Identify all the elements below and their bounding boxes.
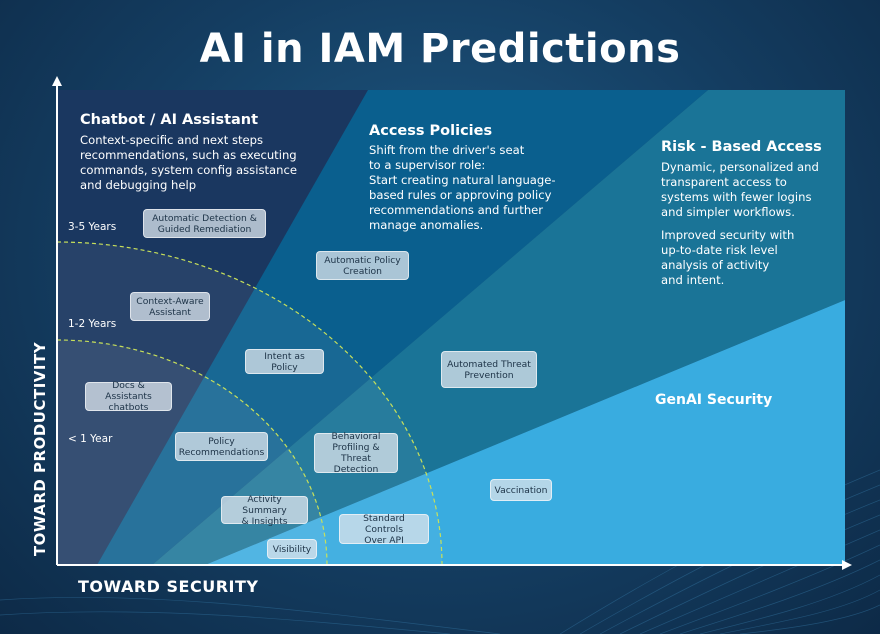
tag-automatic-detection: Automatic Detection & Guided Remediation xyxy=(143,209,266,238)
zone-policies-title: Access Policies xyxy=(369,123,493,139)
horizon-arc-short xyxy=(56,339,328,566)
horizon-mid-label: 1-2 Years xyxy=(68,318,117,330)
tag-policy-recommendations: Policy Recommendations xyxy=(175,432,268,461)
zone-genai xyxy=(205,300,845,565)
tag-standard-controls: Standard Controls Over API xyxy=(339,513,429,546)
tag-context-aware-assistant: Context-Aware Assistant xyxy=(130,292,210,321)
wave-lines xyxy=(0,469,880,634)
zone-risk-text: Dynamic, personalized and transparent ac… xyxy=(661,160,819,219)
zone-chatbot-title: Chatbot / AI Assistant xyxy=(80,112,259,128)
zone-genai-title: GenAI Security xyxy=(655,392,773,408)
tag-activity-summary: Activity Summary & Insights xyxy=(221,494,308,527)
horizon-long-label: 3-5 Years xyxy=(68,221,117,233)
tag-vaccination: Vaccination xyxy=(490,479,552,501)
tag-automatic-policy-creation: Automatic Policy Creation xyxy=(316,251,409,280)
tag-docs-assistants: Docs & Assistants chatbots xyxy=(85,380,172,413)
page-title: AI in IAM Predictions xyxy=(199,26,681,72)
tag-intent-as-policy: Intent as Policy xyxy=(245,349,324,374)
horizon-short-label: < 1 Year xyxy=(68,433,113,445)
zone-risk-title: Risk - Based Access xyxy=(661,139,822,155)
zone-chatbot-text: Context-specific and next steps recommen… xyxy=(80,133,297,192)
tag-automated-threat-prevention: Automated Threat Prevention xyxy=(441,351,537,388)
tag-behavioral-profiling: Behavioral Profiling & Threat Detection xyxy=(314,431,398,475)
x-axis-arrow xyxy=(842,560,852,570)
horizon-mid-region xyxy=(57,242,442,565)
y-axis-arrow xyxy=(52,76,62,86)
zone-chatbot xyxy=(57,90,368,565)
y-axis-label: TOWARD PRODUCTIVITY xyxy=(31,341,49,557)
zone-risk-text-2: Improved security with up-to-date risk l… xyxy=(661,228,795,287)
tag-visibility: Visibility xyxy=(267,539,317,559)
zone-policies-text: Shift from the driver's seat to a superv… xyxy=(369,143,556,232)
x-axis-label: TOWARD SECURITY xyxy=(78,577,259,596)
